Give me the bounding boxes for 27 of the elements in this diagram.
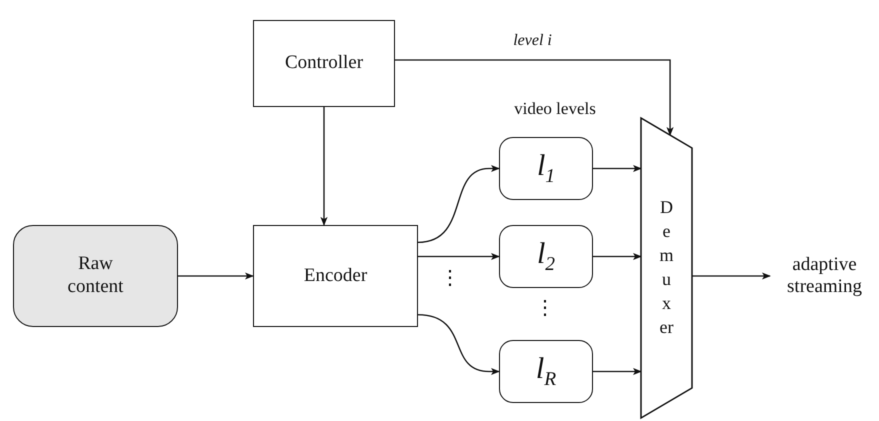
arrow xyxy=(692,272,771,280)
level-box xyxy=(499,225,593,288)
ellipsis: ⋮ xyxy=(440,268,460,288)
arrow xyxy=(593,164,642,172)
arrow xyxy=(593,252,642,260)
box-label: Raw content xyxy=(66,253,124,299)
arrow xyxy=(593,368,642,376)
box-label: l$_{R}$ xyxy=(536,351,556,392)
group-caption: video levels xyxy=(514,100,596,117)
box-label: l$_{2}$ xyxy=(536,236,556,277)
arrow xyxy=(418,252,500,260)
process-box xyxy=(253,20,395,107)
process-box xyxy=(253,225,418,327)
arrow xyxy=(395,59,674,136)
box-label: l$_{1}$ xyxy=(536,148,556,189)
arrow xyxy=(418,314,500,376)
box-label: Controller xyxy=(284,52,364,75)
box-label: Encoder xyxy=(304,264,368,288)
ellipsis: ⋮ xyxy=(535,298,555,318)
arrow xyxy=(320,107,328,226)
level-box xyxy=(499,137,593,200)
output-text: adaptive streaming xyxy=(786,254,863,298)
arrow xyxy=(418,164,500,243)
arrow xyxy=(178,272,254,280)
rounded-box xyxy=(13,225,178,327)
vertical-label: Demuxer xyxy=(659,196,674,339)
level-box xyxy=(499,340,593,403)
